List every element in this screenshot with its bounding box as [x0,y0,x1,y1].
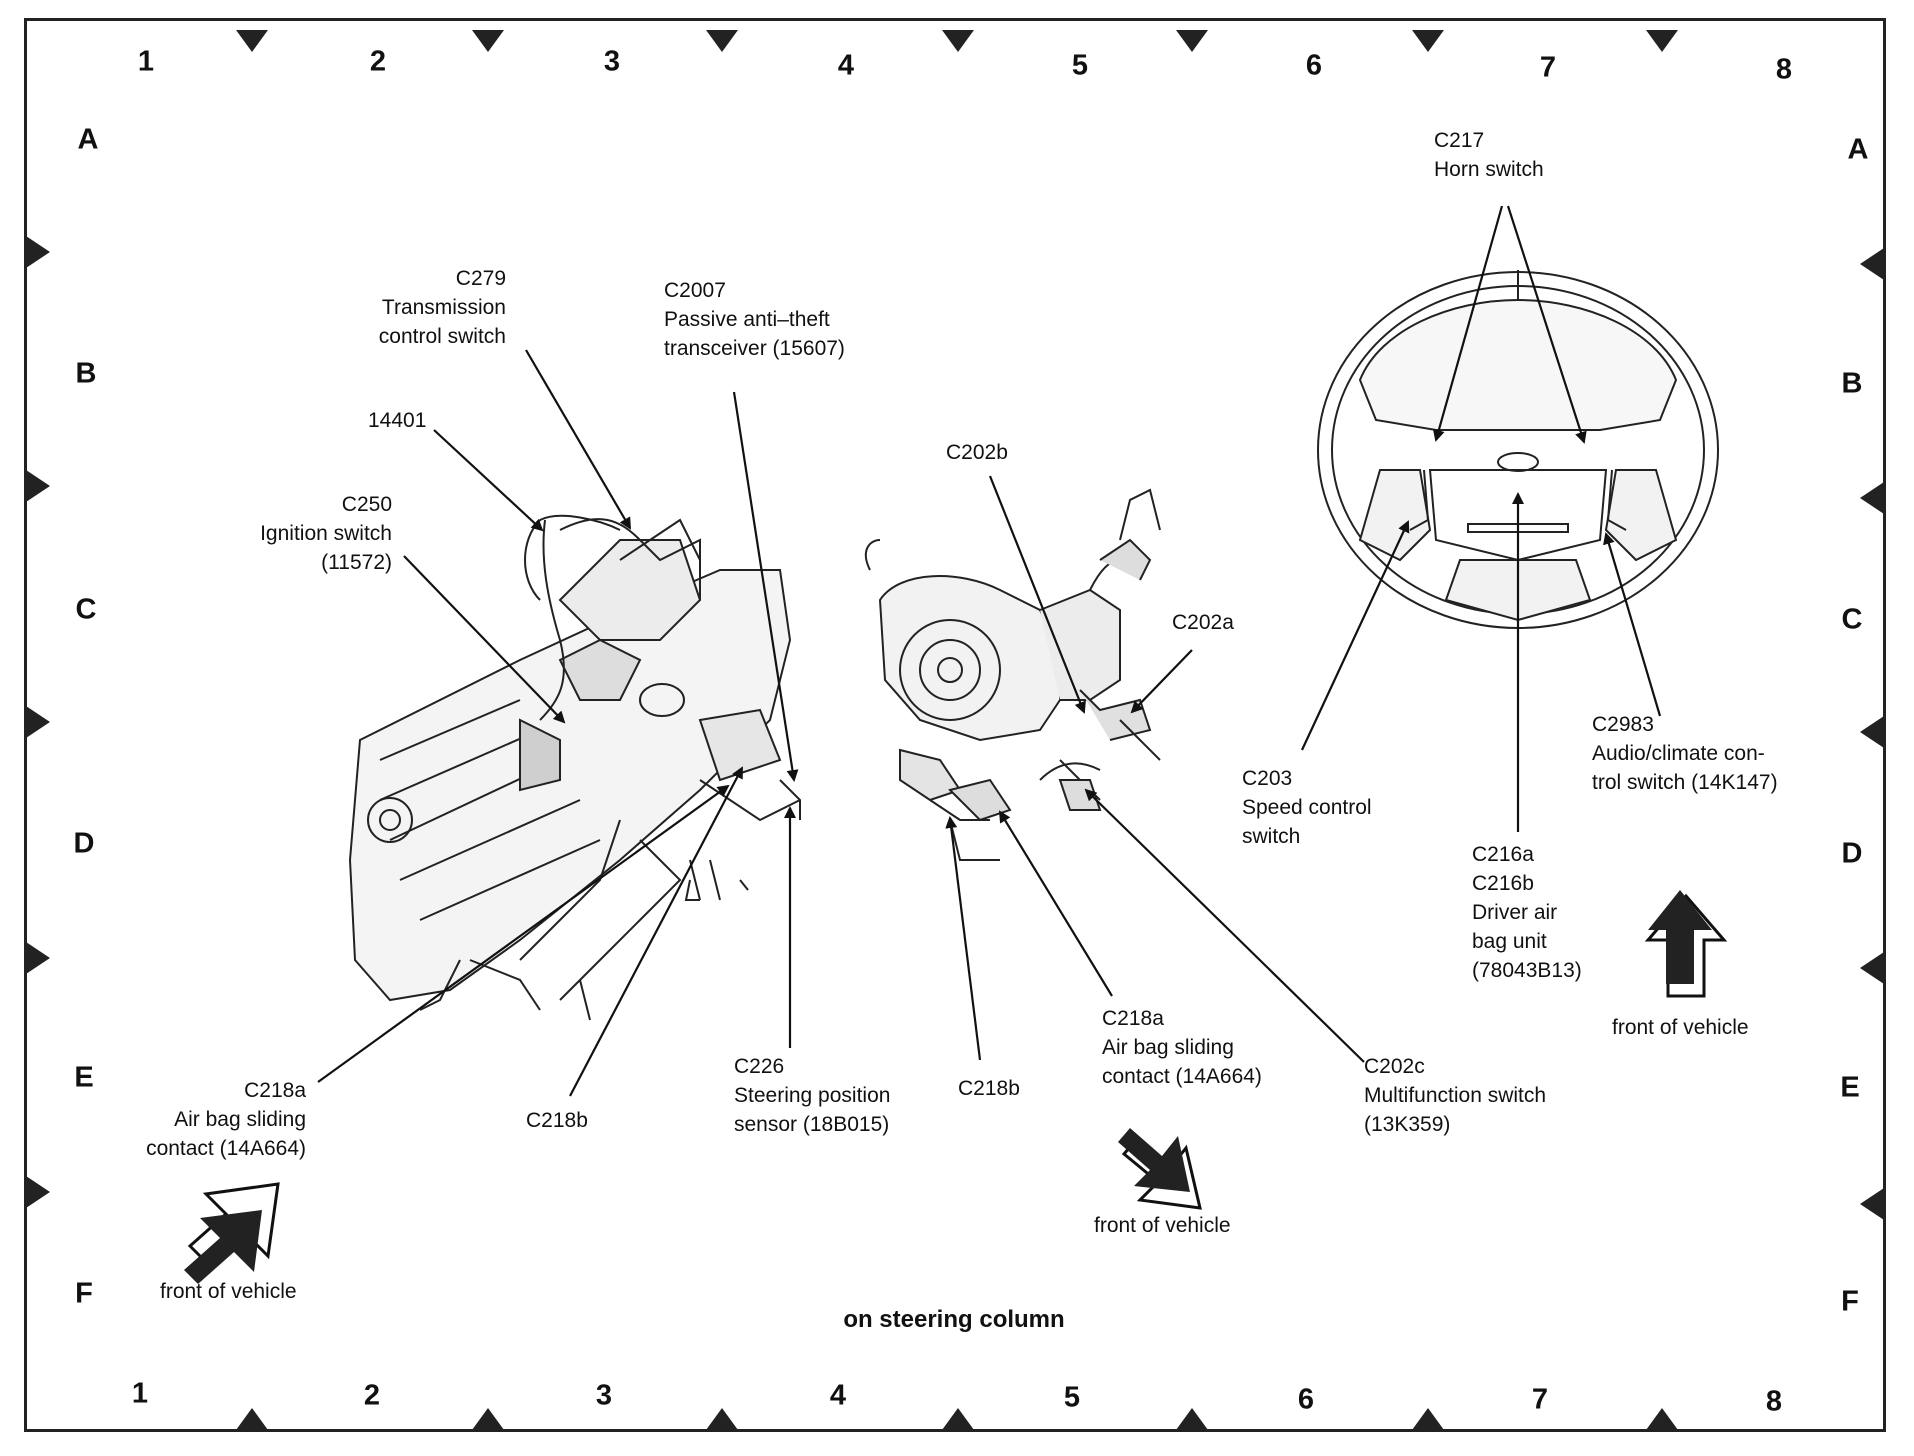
grid-col-top-3: 3 [603,45,621,78]
grid-row-left-a: A [77,123,99,156]
grid-col-bottom-8: 8 [1765,1385,1783,1418]
grid-row-right-e: E [1840,1071,1860,1104]
callout-c202b: C202b [946,438,1008,467]
grid-col-top-4: 4 [837,49,855,82]
callout-c216-line2: bag unit [1472,930,1547,953]
grid-tick-markers [26,30,1884,1430]
callout-c218a-mid-line1: Air bag sliding [1102,1036,1234,1059]
grid-col-bottom-1: 1 [131,1377,149,1410]
front-of-vehicle-label-middle: front of vehicle [1094,1214,1231,1237]
callout-c202c: C202c Multifunction switch (13K359) [1364,1052,1546,1139]
callout-c250-id: C250 [341,493,392,516]
callout-c250-line1: Ignition switch [260,522,392,545]
callout-c226: C226 Steering position sensor (18B015) [734,1052,890,1139]
leader-lines [317,205,1662,1097]
callout-c2007: C2007 Passive anti–theft transceiver (15… [664,276,845,363]
callout-c203-id: C203 [1242,767,1293,790]
grid-row-left-b: B [75,357,97,390]
callout-c218a-mid: C218a Air bag sliding contact (14A664) [1102,1004,1262,1091]
grid-row-left-e: E [74,1061,94,1094]
grid-row-right-b: B [1841,367,1863,400]
grid-row-right-a: A [1847,133,1869,166]
grid-row-left-d: D [73,827,95,860]
callout-c2983: C2983 Audio/climate con- trol switch (14… [1592,710,1778,797]
callout-c216-id-a: C216a [1472,843,1534,866]
callout-c218a-left-line2: contact (14A664) [146,1137,306,1160]
callout-c216: C216a C216b Driver air bag unit (78043B1… [1472,840,1582,985]
callout-c202c-line2: (13K359) [1364,1113,1451,1136]
callout-c218a-mid-line2: contact (14A664) [1102,1065,1262,1088]
callout-c279: C279 Transmission control switch [379,264,506,351]
grid-row-left-f: F [75,1277,93,1310]
callout-c250-line2: (11572) [321,551,392,574]
grid-col-bottom-5: 5 [1063,1381,1081,1414]
grid-row-left-c: C [75,593,97,626]
callout-c203: C203 Speed control switch [1242,764,1372,851]
callout-c217-line1: Horn switch [1434,158,1544,181]
callout-c203-line1: Speed control [1242,796,1372,819]
callout-c279-line2: control switch [378,325,506,348]
grid-col-top-6: 6 [1305,49,1323,82]
callout-c2007-id: C2007 [664,279,726,302]
callout-c202a: C202a [1172,608,1234,637]
diagram-caption: on steering column [843,1306,1065,1333]
callout-c218b-left-id: C218b [526,1109,588,1132]
callout-c2983-line2: trol switch (14K147) [1592,771,1778,794]
grid-row-right-f: F [1841,1285,1859,1318]
callout-c202c-id: C202c [1364,1055,1425,1078]
callout-c226-line1: Steering position [734,1084,891,1107]
callout-c2983-id: C2983 [1592,713,1654,736]
grid-row-right-c: C [1841,603,1863,636]
callout-c216-line1: Driver air [1472,901,1558,924]
callout-c217-id: C217 [1434,129,1485,152]
callout-c216-id-b: C216b [1472,872,1534,895]
steering-column-left-illustration [348,514,801,1021]
callout-c279-id: C279 [455,267,506,290]
callout-c216-line3: (78043B13) [1472,959,1582,982]
callout-c218b-left: C218b [526,1106,588,1135]
callout-c218a-left-id: C218a [244,1079,306,1102]
grid-col-top-8: 8 [1775,53,1793,86]
callout-c218b-mid-id: C218b [958,1077,1020,1100]
callout-c218a-mid-id: C218a [1102,1007,1164,1030]
callout-14401: 14401 [368,406,426,435]
front-of-vehicle-label-right: front of vehicle [1612,1016,1749,1039]
callout-c2983-line1: Audio/climate con- [1592,742,1765,765]
grid-col-top-1: 1 [137,45,155,78]
callout-c226-id: C226 [734,1055,785,1078]
callout-14401-id: 14401 [368,409,427,432]
grid-col-bottom-3: 3 [595,1379,613,1412]
callout-c202a-id: C202a [1172,611,1234,634]
front-of-vehicle-arrow-middle [1118,1128,1202,1210]
grid-col-top-2: 2 [369,45,387,78]
grid-col-bottom-7: 7 [1531,1383,1549,1416]
grid-col-bottom-2: 2 [363,1379,381,1412]
callout-c250: C250 Ignition switch (11572) [260,490,392,577]
callout-c2007-line1: Passive anti–theft [664,308,830,331]
front-of-vehicle-arrow-right [1644,890,1728,998]
callout-c202c-line1: Multifunction switch [1364,1084,1547,1107]
front-of-vehicle-arrow-left [184,1182,280,1284]
grid-col-bottom-4: 4 [829,1379,847,1412]
callout-c218a-left-line1: Air bag sliding [174,1108,306,1131]
front-of-vehicle-label-left: front of vehicle [160,1280,297,1303]
grid-row-right-d: D [1841,837,1863,870]
callout-c2007-line2: transceiver (15607) [664,337,845,360]
callout-c218b-mid: C218b [958,1074,1020,1103]
callout-c218a-left: C218a Air bag sliding contact (14A664) [146,1076,306,1163]
grid-col-bottom-6: 6 [1297,1383,1315,1416]
grid-col-top-5: 5 [1071,49,1089,82]
clockspring-illustration [864,488,1161,861]
grid-col-top-7: 7 [1539,51,1557,84]
callout-c203-line2: switch [1242,825,1301,848]
callout-c217: C217 Horn switch [1434,126,1544,184]
callout-c279-line1: Transmission [381,296,506,319]
callout-c226-line2: sensor (18B015) [734,1113,890,1136]
callout-c202b-id: C202b [946,441,1008,464]
